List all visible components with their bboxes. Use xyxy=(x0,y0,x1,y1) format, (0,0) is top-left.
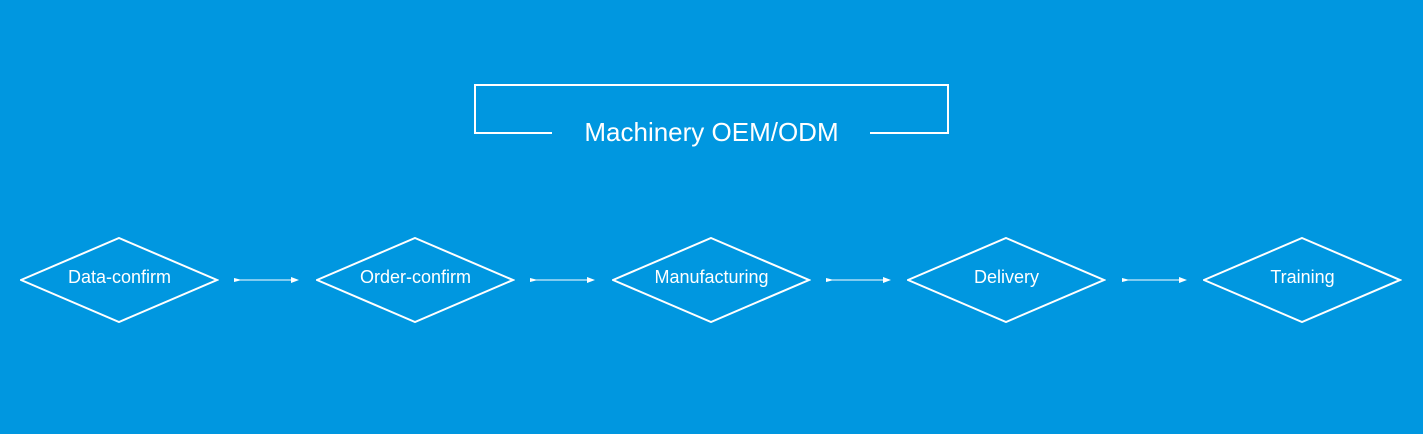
title-frame: Machinery OEM/ODM xyxy=(474,84,949,147)
right-arrow-icon xyxy=(530,277,595,283)
step-label: Order-confirm xyxy=(359,267,471,287)
step-label: Data-confirm xyxy=(67,267,172,287)
title-bracket xyxy=(474,84,949,134)
step-label: Delivery xyxy=(973,267,1039,287)
arrow-4 xyxy=(1121,274,1187,286)
arrow-1 xyxy=(233,274,299,286)
diamond-shape xyxy=(20,237,219,323)
diamond-shape xyxy=(907,237,1106,323)
right-arrow-icon xyxy=(1122,277,1187,283)
arrow-2 xyxy=(529,274,595,286)
arrow-3 xyxy=(825,274,891,286)
step-manufacturing: Manufacturing xyxy=(612,237,811,323)
step-training: Training xyxy=(1203,237,1402,323)
diagram-title: Machinery OEM/ODM xyxy=(584,117,839,147)
step-delivery: Delivery xyxy=(907,237,1106,323)
diamond-shape xyxy=(1203,237,1402,323)
step-label: Training xyxy=(1270,267,1335,287)
step-order-confirm: Order-confirm xyxy=(316,237,515,323)
diamond-shape xyxy=(612,237,811,323)
right-arrow-icon xyxy=(826,277,891,283)
step-label: Manufacturing xyxy=(654,267,769,287)
diamond-shape xyxy=(316,237,515,323)
step-data-confirm: Data-confirm xyxy=(20,237,219,323)
right-arrow-icon xyxy=(234,277,299,283)
